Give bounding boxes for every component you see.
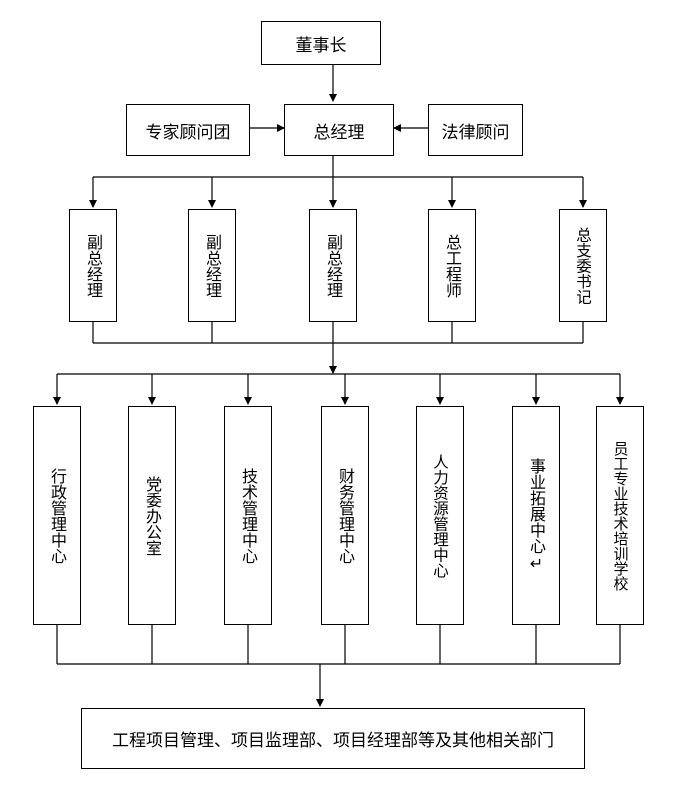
node-deputy-3: 副总经理: [309, 209, 357, 322]
node-party-secretary: 总支委书记: [559, 209, 607, 322]
node-hr-center: 人力资源管理中心: [416, 406, 464, 625]
node-business-center: 事业拓展中心↵: [512, 406, 560, 625]
node-deputy-1: 副总经理: [69, 209, 117, 322]
node-bottom-departments: 工程项目管理、项目监理部、项目经理部等及其他相关部门: [81, 708, 585, 769]
node-party-office: 党委办公室: [128, 406, 176, 625]
node-finance-center: 财务管理中心: [321, 406, 369, 625]
node-legal-advisor: 法律顾问: [428, 104, 523, 156]
node-deputy-2: 副总经理: [188, 209, 236, 322]
node-tech-center: 技术管理中心: [224, 406, 272, 625]
node-expert-team: 专家顾问团: [126, 104, 250, 156]
node-chairman: 董事长: [261, 21, 381, 65]
node-admin-center: 行政管理中心: [33, 406, 81, 625]
node-chief-engineer: 总工程师: [428, 209, 476, 322]
node-training-school: 员工专业技术培训学校: [596, 406, 644, 625]
node-general-manager: 总经理: [284, 104, 394, 156]
